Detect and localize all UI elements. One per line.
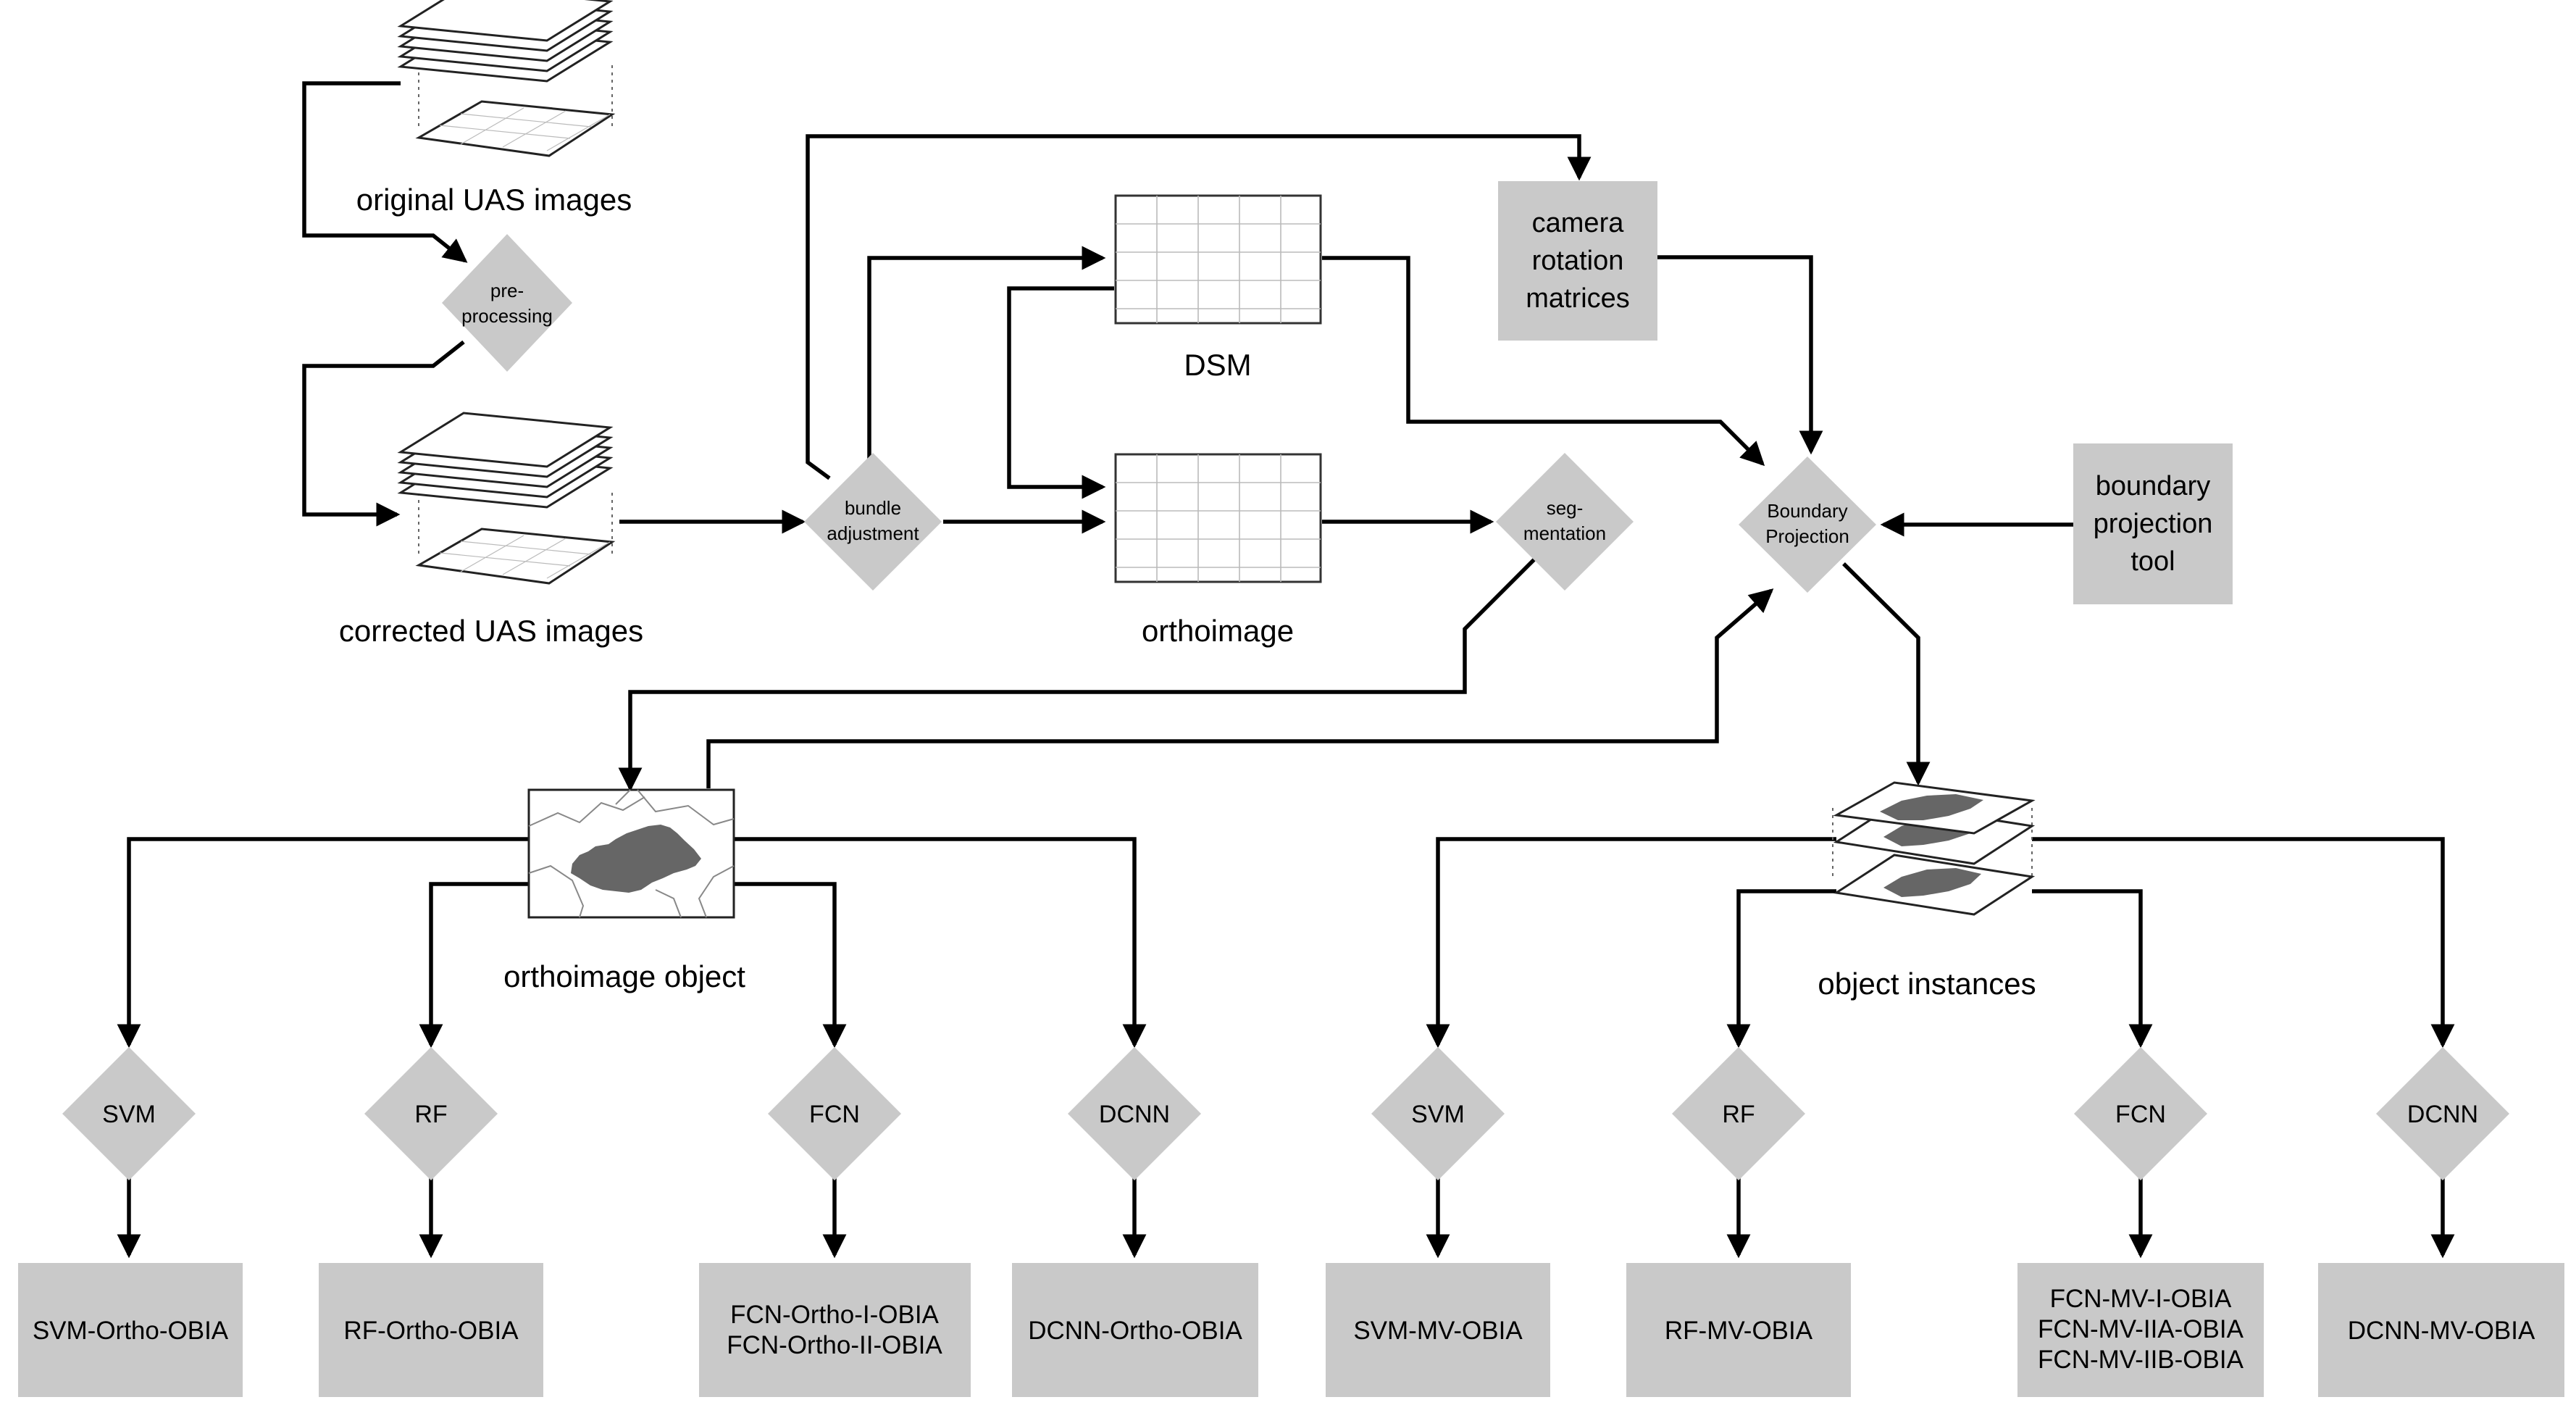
preprocessing-label-line1: pre- (490, 280, 524, 301)
object-instances-icon (1832, 781, 2036, 916)
fcn-mv-output-2: FCN-MV-IIA-OBIA (2038, 1315, 2244, 1343)
edge-boundary-to-instances (1842, 562, 1931, 786)
svm-ortho-output: SVM-Ortho-OBIA (33, 1317, 229, 1345)
segmentation-label-line2: mentation (1523, 522, 1606, 544)
edge-instances-to-svm (1426, 837, 1836, 1048)
rf-ortho-label: RF (414, 1101, 447, 1128)
svm-mv-node: SVM (1371, 1047, 1505, 1180)
edge-instances-to-dcnn (2032, 837, 2455, 1048)
rf-ortho-node: RF (364, 1047, 498, 1180)
bundle-adjustment-label-line2: adjustment (827, 522, 919, 544)
dcnn-ortho-label: DCNN (1099, 1101, 1170, 1128)
dcnn-mv-label: DCNN (2407, 1101, 2478, 1128)
edge-camera-to-boundary (1656, 255, 1823, 455)
orthoimage-grid-icon (1114, 453, 1322, 583)
camera-rotation-line1: camera (1532, 208, 1625, 238)
camera-rotation-line2: rotation (1532, 246, 1624, 276)
dcnn-ortho-node: DCNN (1068, 1047, 1201, 1180)
dcnn-mv-output-box: DCNN-MV-OBIA (2318, 1263, 2564, 1397)
svm-mv-output: SVM-MV-OBIA (1353, 1317, 1523, 1345)
edge-object-to-boundary (706, 588, 1774, 788)
orthoimage-object-label: orthoimage object (503, 959, 745, 993)
original-images-stack-icon (397, 0, 616, 157)
edges (117, 81, 2455, 1259)
fcn-ortho-node: FCN (768, 1047, 901, 1180)
fcn-mv-label: FCN (2115, 1101, 2166, 1128)
svm-ortho-output-box: SVM-Ortho-OBIA (18, 1263, 243, 1397)
fcn-mv-output-1: FCN-MV-I-OBIA (2050, 1285, 2232, 1313)
fcn-mv-output-3: FCN-MV-IIB-OBIA (2038, 1346, 2244, 1374)
bundle-adjustment-node: bundle adjustment (804, 453, 942, 591)
dcnn-ortho-output-box: DCNN-Ortho-OBIA (1012, 1263, 1258, 1397)
edge-bundle-to-camera (806, 134, 1592, 480)
edge-object-to-dcnn (734, 837, 1147, 1048)
edge-preprocessing-to-corrected (302, 340, 465, 527)
camera-rotation-box: camera rotation matrices (1498, 181, 1657, 341)
edge-dsm-to-boundary (1322, 256, 1765, 467)
edge-bundle-to-dsm (867, 246, 1106, 475)
rf-ortho-output: RF-Ortho-OBIA (343, 1317, 519, 1345)
rf-mv-output-box: RF-MV-OBIA (1626, 1263, 1851, 1397)
svm-mv-output-box: SVM-MV-OBIA (1326, 1263, 1550, 1397)
edge-dsm-to-orthoimage (1007, 286, 1114, 499)
edge-instances-to-fcn (2032, 889, 2153, 1048)
orthoimage-label: orthoimage (1142, 614, 1294, 648)
dsm-grid-icon (1114, 194, 1322, 325)
fcn-ortho-output-1: FCN-Ortho-I-OBIA (730, 1301, 939, 1329)
segmentation-label-line1: seg- (1547, 497, 1584, 519)
camera-rotation-line3: matrices (1526, 283, 1630, 314)
rf-mv-label: RF (1722, 1101, 1755, 1128)
boundary-tool-line2: projection (2094, 509, 2213, 539)
fcn-ortho-output-box: FCN-Ortho-I-OBIA FCN-Ortho-II-OBIA (699, 1263, 971, 1397)
fcn-ortho-output-2: FCN-Ortho-II-OBIA (727, 1331, 942, 1359)
bundle-adjustment-label-line1: bundle (845, 497, 901, 519)
fcn-mv-output-box: FCN-MV-I-OBIA FCN-MV-IIA-OBIA FCN-MV-IIB… (2017, 1263, 2264, 1397)
svm-mv-label: SVM (1411, 1101, 1465, 1128)
fcn-ortho-label: FCN (809, 1101, 860, 1128)
dcnn-ortho-output: DCNN-Ortho-OBIA (1028, 1317, 1242, 1345)
dcnn-mv-output: DCNN-MV-OBIA (2348, 1317, 2535, 1345)
orthoimage-object-icon (527, 788, 735, 919)
original-images-label: original UAS images (356, 183, 632, 217)
preprocessing-label-line2: processing (461, 305, 553, 327)
rf-ortho-output-box: RF-Ortho-OBIA (319, 1263, 543, 1397)
boundary-projection-node: Boundary Projection (1739, 456, 1876, 593)
rf-mv-node: RF (1672, 1047, 1805, 1180)
edge-segmentation-to-object (618, 556, 1537, 792)
corrected-images-label: corrected UAS images (339, 614, 643, 648)
edge-object-to-svm (117, 837, 529, 1048)
dcnn-mv-node: DCNN (2376, 1047, 2509, 1180)
rf-mv-output: RF-MV-OBIA (1665, 1317, 1813, 1345)
corrected-images-stack-icon (397, 412, 616, 585)
edge-instances-to-rf (1726, 889, 1836, 1048)
object-instances-label: object instances (1818, 967, 2036, 1001)
preprocessing-node: pre- processing (442, 234, 572, 372)
boundary-projection-label-line1: Boundary (1767, 500, 1847, 522)
svm-ortho-label: SVM (102, 1101, 156, 1128)
segmentation-node: seg- mentation (1496, 453, 1634, 591)
dsm-label: DSM (1184, 348, 1251, 382)
edge-object-to-fcn (734, 882, 847, 1048)
boundary-tool-box: boundary projection tool (2073, 443, 2233, 604)
object-shape (571, 825, 701, 893)
edge-object-to-rf (419, 882, 529, 1048)
boundary-tool-line3: tool (2130, 546, 2175, 577)
boundary-projection-label-line2: Projection (1765, 525, 1849, 547)
edge-original-to-preprocessing (302, 81, 468, 263)
svm-ortho-node: SVM (62, 1047, 196, 1180)
boundary-tool-line1: boundary (2096, 471, 2210, 501)
fcn-mv-node: FCN (2074, 1047, 2207, 1180)
